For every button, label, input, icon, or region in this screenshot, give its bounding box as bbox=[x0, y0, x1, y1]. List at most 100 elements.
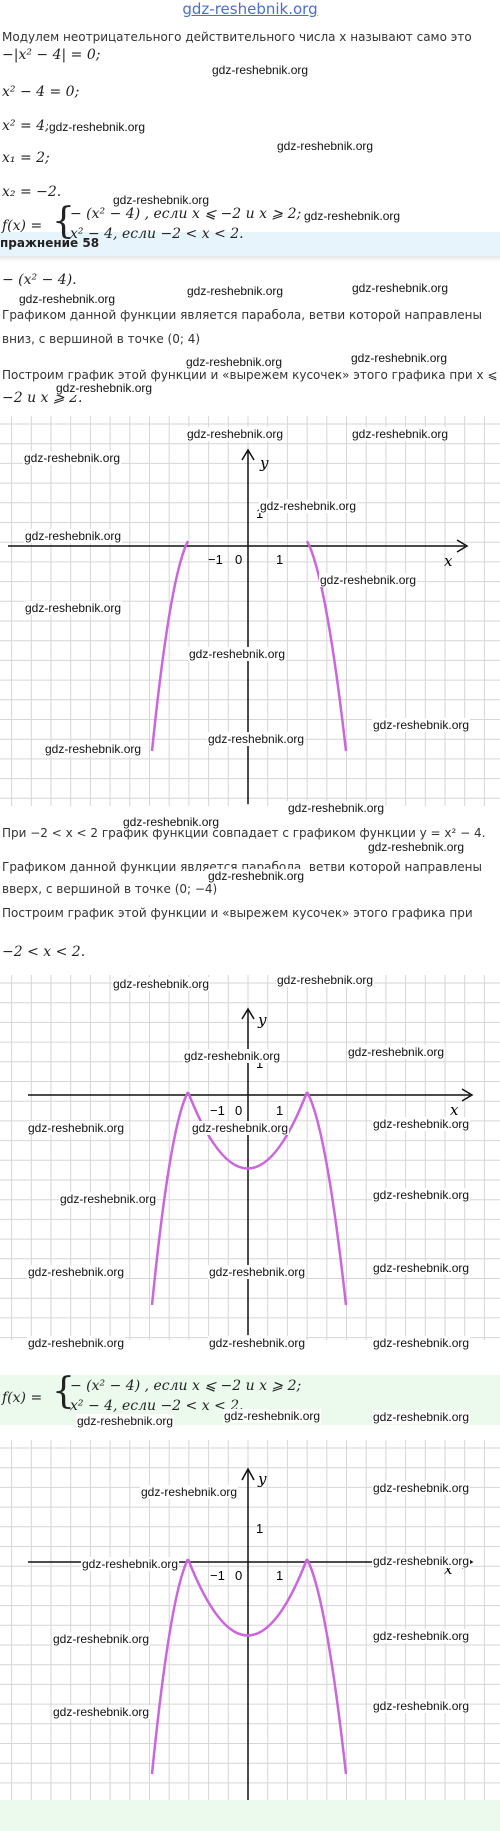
brace-icon: { bbox=[52, 201, 75, 242]
watermark: gdz-reshebnik.org bbox=[367, 840, 466, 854]
equation-1: x² − 4 = 0; bbox=[2, 84, 80, 100]
section2-line-5: −2 < x < 2. bbox=[2, 944, 86, 960]
axis-label-y: y bbox=[257, 1011, 267, 1029]
equation-modulus: −|x² − 4| = 0; bbox=[2, 47, 101, 63]
watermark: gdz-reshebnik.org bbox=[259, 499, 358, 513]
watermark: gdz-reshebnik.org bbox=[372, 1629, 471, 1643]
piecewise-lhs: f(x) = bbox=[2, 218, 43, 234]
watermark: gdz-reshebnik.org bbox=[186, 284, 285, 298]
watermark: gdz-reshebnik.org bbox=[372, 1117, 471, 1131]
watermark: gdz-reshebnik.org bbox=[81, 1557, 180, 1571]
axis-label-x: x bbox=[450, 1101, 459, 1119]
watermark: gdz-reshebnik.org bbox=[52, 1705, 151, 1719]
watermark: gdz-reshebnik.org bbox=[185, 355, 284, 369]
watermark: gdz-reshebnik.org bbox=[372, 1188, 471, 1202]
watermark: gdz-reshebnik.org bbox=[140, 1485, 239, 1499]
tick-label-neg1: −1 bbox=[210, 1103, 225, 1118]
watermark: gdz-reshebnik.org bbox=[191, 1121, 290, 1135]
watermark: gdz-reshebnik.org bbox=[48, 120, 147, 134]
section1-line-3: Построим график этой функции и «вырежем … bbox=[2, 368, 498, 382]
watermark: gdz-reshebnik.org bbox=[23, 451, 122, 465]
watermark: gdz-reshebnik.org bbox=[18, 292, 117, 306]
watermark: gdz-reshebnik.org bbox=[303, 209, 402, 223]
watermark: gdz-reshebnik.org bbox=[24, 601, 123, 615]
watermark: gdz-reshebnik.org bbox=[27, 1336, 126, 1350]
origin-label: 0 bbox=[235, 1568, 242, 1583]
shadow-divider bbox=[0, 256, 500, 262]
curve-right-branch bbox=[305, 1091, 348, 1306]
watermark: gdz-reshebnik.org bbox=[208, 1336, 307, 1350]
watermark: gdz-reshebnik.org bbox=[319, 573, 418, 587]
watermark: gdz-reshebnik.org bbox=[372, 1554, 471, 1568]
watermark: gdz-reshebnik.org bbox=[207, 869, 306, 883]
watermark: gdz-reshebnik.org bbox=[372, 1261, 471, 1275]
tick-label-neg1: −1 bbox=[210, 1568, 225, 1583]
site-title-link[interactable]: gdz-reshebnik.org bbox=[182, 0, 318, 18]
y-axis-arrow-icon bbox=[241, 448, 255, 461]
watermark: gdz-reshebnik.org bbox=[188, 647, 287, 661]
curve-right-branch bbox=[305, 540, 348, 752]
watermark: gdz-reshebnik.org bbox=[208, 1265, 307, 1279]
watermark: gdz-reshebnik.org bbox=[52, 1632, 151, 1646]
exercise-strip bbox=[0, 232, 500, 256]
section2-line-1: При −2 < x < 2 график функции совпадает … bbox=[2, 826, 486, 840]
section1-line-1: Графиком данной функции является парабол… bbox=[2, 308, 482, 322]
section2-line-4: Построим график этой функции и «вырежем … bbox=[2, 906, 473, 920]
watermark: gdz-reshebnik.org bbox=[27, 1265, 126, 1279]
watermark: gdz-reshebnik.org bbox=[24, 529, 123, 543]
axis-label-y: y bbox=[257, 1470, 267, 1488]
watermark: gdz-reshebnik.org bbox=[211, 63, 310, 77]
graph-2: x y 0 −1 1 1 bbox=[0, 975, 500, 1340]
watermark: gdz-reshebnik.org bbox=[207, 732, 306, 746]
watermark: gdz-reshebnik.org bbox=[350, 351, 449, 365]
watermark: gdz-reshebnik.org bbox=[112, 977, 211, 991]
axis-label-x: x bbox=[444, 1560, 453, 1578]
watermark: gdz-reshebnik.org bbox=[59, 1192, 158, 1206]
watermark: gdz-reshebnik.org bbox=[287, 801, 386, 815]
x-axis-arrow-icon bbox=[461, 1088, 474, 1102]
watermark: gdz-reshebnik.org bbox=[223, 1409, 322, 1423]
watermark: gdz-reshebnik.org bbox=[351, 427, 450, 441]
tick-label-pos1: 1 bbox=[276, 1103, 283, 1118]
tick-label-pos1: 1 bbox=[276, 1568, 283, 1583]
expression: − (x² − 4). bbox=[2, 272, 77, 288]
watermark: gdz-reshebnik.org bbox=[372, 1699, 471, 1713]
bottom-band bbox=[0, 1800, 500, 1831]
grid-3 bbox=[0, 1440, 500, 1805]
equation-4: x₂ = −2. bbox=[2, 184, 62, 200]
x-axis-arrow-icon bbox=[456, 539, 469, 553]
y-axis-arrow-icon bbox=[241, 1007, 255, 1020]
curve-left-branch bbox=[150, 1091, 190, 1306]
axis-label-x: x bbox=[444, 552, 453, 570]
grid-2 bbox=[0, 975, 500, 1340]
watermark: gdz-reshebnik.org bbox=[372, 718, 471, 732]
watermark: gdz-reshebnik.org bbox=[122, 815, 221, 829]
watermark: gdz-reshebnik.org bbox=[183, 1049, 282, 1063]
intro-text: Модулем неотрицательного действительного… bbox=[2, 30, 472, 44]
watermark: gdz-reshebnik.org bbox=[372, 1481, 471, 1495]
brace-icon: { bbox=[52, 1371, 75, 1412]
watermark: gdz-reshebnik.org bbox=[372, 1410, 471, 1424]
watermark: gdz-reshebnik.org bbox=[347, 1045, 446, 1059]
watermark: gdz-reshebnik.org bbox=[76, 1414, 175, 1428]
piecewise-case-2-b: x² − 4, если −2 < x < 2. bbox=[70, 1398, 244, 1414]
watermark: gdz-reshebnik.org bbox=[55, 381, 154, 395]
piecewise-case-1-b: − (x² − 4) , если x ⩽ −2 и x ⩾ 2; bbox=[70, 1378, 302, 1394]
exercise-heading-partial: пражнение 58 bbox=[0, 236, 100, 250]
tick-label-y1: 1 bbox=[256, 1521, 263, 1536]
curve-right-branch bbox=[305, 1558, 348, 1775]
curve-left-branch bbox=[150, 540, 190, 752]
tick-label-y1: 1 bbox=[256, 1056, 263, 1071]
watermark: gdz-reshebnik.org bbox=[372, 1336, 471, 1350]
equation-2: x² = 4; bbox=[2, 118, 50, 134]
tick-label-pos1: 1 bbox=[276, 552, 283, 567]
curve-left-branch bbox=[150, 1558, 190, 1775]
watermark: gdz-reshebnik.org bbox=[44, 742, 143, 756]
watermark: gdz-reshebnik.org bbox=[276, 139, 375, 153]
graph-3: x y 0 −1 1 1 bbox=[0, 1440, 500, 1805]
watermark: gdz-reshebnik.org bbox=[186, 427, 285, 441]
tick-label-neg1: −1 bbox=[208, 552, 223, 567]
piecewise-lhs-2: f(x) = bbox=[2, 1390, 43, 1406]
piecewise-case-2: x² − 4, если −2 < x < 2. bbox=[70, 226, 244, 242]
watermark: gdz-reshebnik.org bbox=[27, 1121, 126, 1135]
